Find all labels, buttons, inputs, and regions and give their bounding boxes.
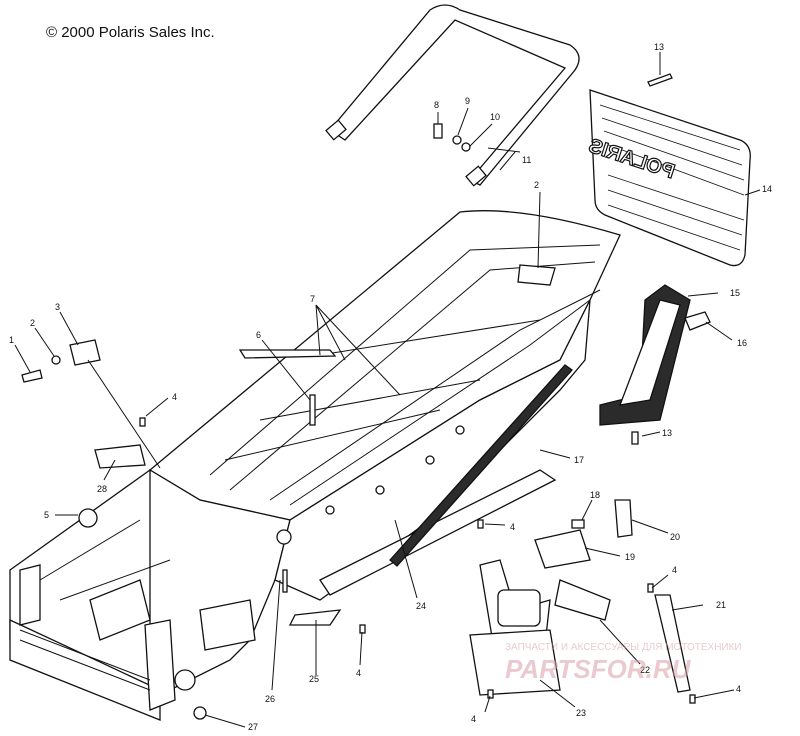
rear-snow-flap: POLARIS bbox=[585, 89, 751, 267]
callout-4b: 4 bbox=[510, 522, 515, 532]
front-bulkhead bbox=[9, 468, 256, 721]
running-board bbox=[288, 469, 557, 626]
callout-25: 25 bbox=[309, 674, 319, 684]
rear-grab-bar bbox=[325, 4, 580, 187]
callout-7: 7 bbox=[310, 294, 315, 304]
callout-22: 22 bbox=[640, 665, 650, 675]
callout-4d: 4 bbox=[736, 684, 741, 694]
callout-11: 11 bbox=[522, 155, 531, 165]
hardware bbox=[21, 73, 696, 720]
callout-10: 10 bbox=[490, 112, 500, 122]
callout-8: 8 bbox=[434, 100, 439, 110]
callout-28: 28 bbox=[97, 484, 107, 494]
rear-bumper-bracket bbox=[599, 284, 711, 426]
callout-16: 16 bbox=[737, 338, 747, 348]
callout-24: 24 bbox=[416, 601, 426, 611]
callout-23: 23 bbox=[576, 708, 586, 718]
callout-5: 5 bbox=[44, 510, 49, 520]
callout-2: 2 bbox=[30, 318, 35, 328]
watermark-logo: PARTSFOR.RU bbox=[505, 654, 692, 684]
callout-labels: 1 2 3 4 5 6 7 8 9 10 11 2 13 14 15 16 13… bbox=[9, 42, 772, 732]
callout-4: 4 bbox=[172, 392, 177, 402]
callout-6: 6 bbox=[256, 330, 261, 340]
chassis-tunnel bbox=[136, 210, 621, 701]
copyright-notice: © 2000 Polaris Sales Inc. bbox=[46, 24, 215, 41]
watermark: ЗАПЧАСТИ И АКСЕССУАРЫ ДЛЯ МОТОТЕХНИКИ PA… bbox=[505, 642, 742, 684]
callout-3: 3 bbox=[55, 302, 60, 312]
callout-14: 14 bbox=[762, 184, 772, 194]
callout-13b: 13 bbox=[662, 428, 672, 438]
callout-18: 18 bbox=[590, 490, 600, 500]
callout-4e: 4 bbox=[471, 714, 476, 724]
callout-4c: 4 bbox=[672, 565, 677, 575]
watermark-tagline: ЗАПЧАСТИ И АКСЕССУАРЫ ДЛЯ МОТОТЕХНИКИ bbox=[505, 642, 742, 653]
callout-9: 9 bbox=[465, 96, 470, 106]
callout-27: 27 bbox=[248, 722, 258, 731]
callout-17: 17 bbox=[574, 455, 584, 465]
callout-15: 15 bbox=[730, 288, 740, 298]
leader-lines bbox=[14, 52, 761, 728]
side-braces bbox=[238, 349, 573, 567]
callout-4f: 4 bbox=[356, 668, 361, 678]
callout-2b: 2 bbox=[534, 180, 539, 190]
callout-20: 20 bbox=[670, 532, 680, 542]
callout-26: 26 bbox=[265, 694, 275, 704]
callout-19: 19 bbox=[625, 552, 635, 562]
callout-21: 21 bbox=[716, 600, 726, 610]
callout-1: 1 bbox=[9, 335, 14, 345]
callout-13a: 13 bbox=[654, 42, 664, 52]
